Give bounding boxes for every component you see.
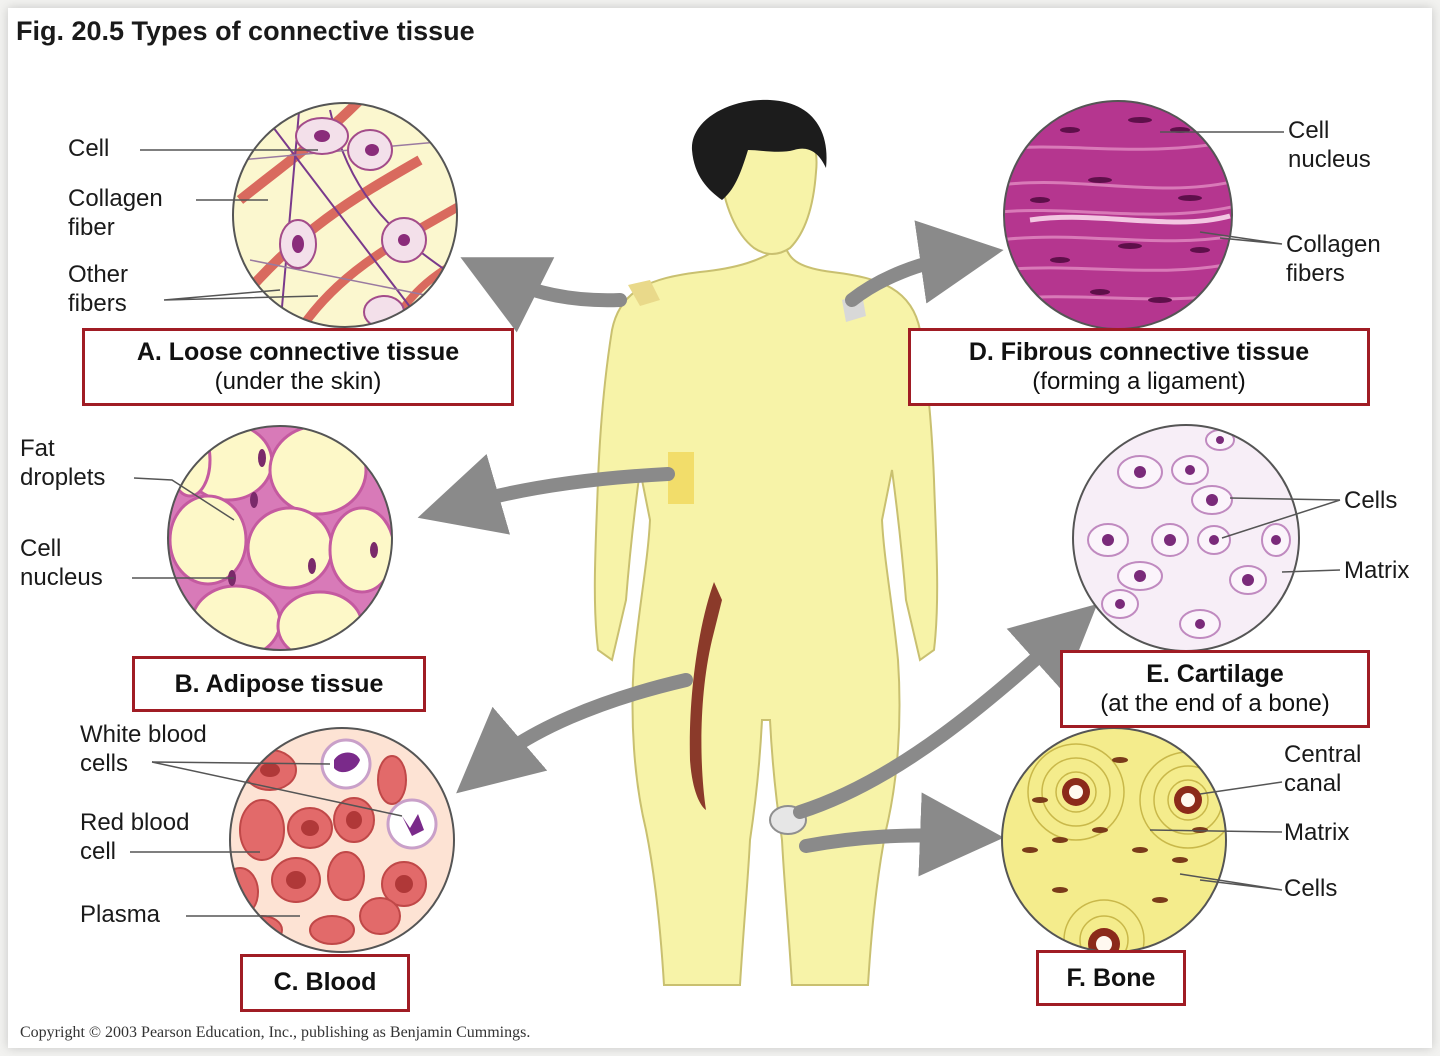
circle-adipose-tissue bbox=[167, 425, 393, 651]
label-d-collagen-fibers: Collagen fibers bbox=[1286, 231, 1381, 287]
label-c-red-blood-cell: Red blood cell bbox=[80, 809, 190, 865]
copyright-text: Copyright © 2003 Pearson Education, Inc.… bbox=[20, 1024, 531, 1041]
caption-box-b: B. Adipose tissue bbox=[132, 656, 426, 712]
figure-title: Fig. 20.5 Types of connective tissue bbox=[16, 16, 475, 46]
caption-b-title: B. Adipose tissue bbox=[174, 670, 384, 698]
label-e-cells: Cells bbox=[1344, 487, 1398, 514]
blood-vessel bbox=[689, 582, 722, 810]
caption-f-title: F. Bone bbox=[1066, 964, 1156, 992]
human-figure bbox=[593, 99, 939, 986]
caption-box-e: E. Cartilage (at the end of a bone) bbox=[1060, 650, 1370, 728]
pointer-arrows bbox=[417, 220, 1098, 877]
shoulder-highlight-left bbox=[628, 280, 660, 306]
caption-e-subtitle: (at the end of a bone) bbox=[1100, 690, 1330, 717]
arrow-to-bone bbox=[799, 792, 1004, 877]
label-a-other-fibers: Other fibers bbox=[68, 261, 129, 317]
caption-d-subtitle: (forming a ligament) bbox=[1032, 368, 1246, 395]
arrow-to-adipose bbox=[417, 453, 675, 535]
caption-e-title: E. Cartilage bbox=[1146, 660, 1284, 688]
label-c-plasma: Plasma bbox=[80, 901, 161, 928]
caption-d-title: D. Fibrous connective tissue bbox=[968, 338, 1310, 366]
label-f-cells: Cells bbox=[1284, 875, 1338, 902]
label-e-matrix: Matrix bbox=[1344, 557, 1410, 584]
circle-fibrous-tissue bbox=[1003, 100, 1233, 330]
label-f-central-canal: Central canal bbox=[1284, 741, 1362, 797]
circle-bone bbox=[1001, 727, 1227, 953]
arrow-to-fibrous bbox=[845, 220, 1004, 307]
arrow-to-loose bbox=[460, 257, 627, 333]
circle-blood bbox=[229, 727, 455, 953]
caption-a-title: A. Loose connective tissue bbox=[136, 338, 460, 366]
caption-box-d: D. Fibrous connective tissue (forming a … bbox=[908, 328, 1370, 406]
label-b-fat-droplets: Fat droplets bbox=[20, 435, 106, 491]
label-b-cell-nucleus: Cell nucleus bbox=[20, 535, 103, 591]
caption-box-f: F. Bone bbox=[1036, 950, 1186, 1006]
arrow-to-blood bbox=[456, 673, 693, 794]
circle-loose-tissue bbox=[232, 102, 458, 328]
hair bbox=[691, 99, 827, 200]
label-f-matrix: Matrix bbox=[1284, 819, 1350, 846]
label-a-cell: Cell bbox=[68, 135, 110, 162]
caption-a-subtitle: (under the skin) bbox=[214, 368, 382, 395]
label-a-collagen-fiber: Collagen fiber bbox=[68, 185, 163, 241]
arrow-to-cartilage bbox=[793, 603, 1098, 819]
label-d-cell-nucleus: Cell nucleus bbox=[1288, 117, 1371, 173]
label-c-white-blood-cells: White blood cells bbox=[80, 721, 207, 777]
caption-box-c: C. Blood bbox=[240, 954, 410, 1012]
caption-c-title: C. Blood bbox=[273, 968, 377, 996]
body-outline bbox=[593, 247, 939, 986]
leader-lines bbox=[130, 131, 1341, 917]
caption-box-a: A. Loose connective tissue (under the sk… bbox=[82, 328, 514, 406]
circle-cartilage bbox=[1072, 424, 1300, 652]
